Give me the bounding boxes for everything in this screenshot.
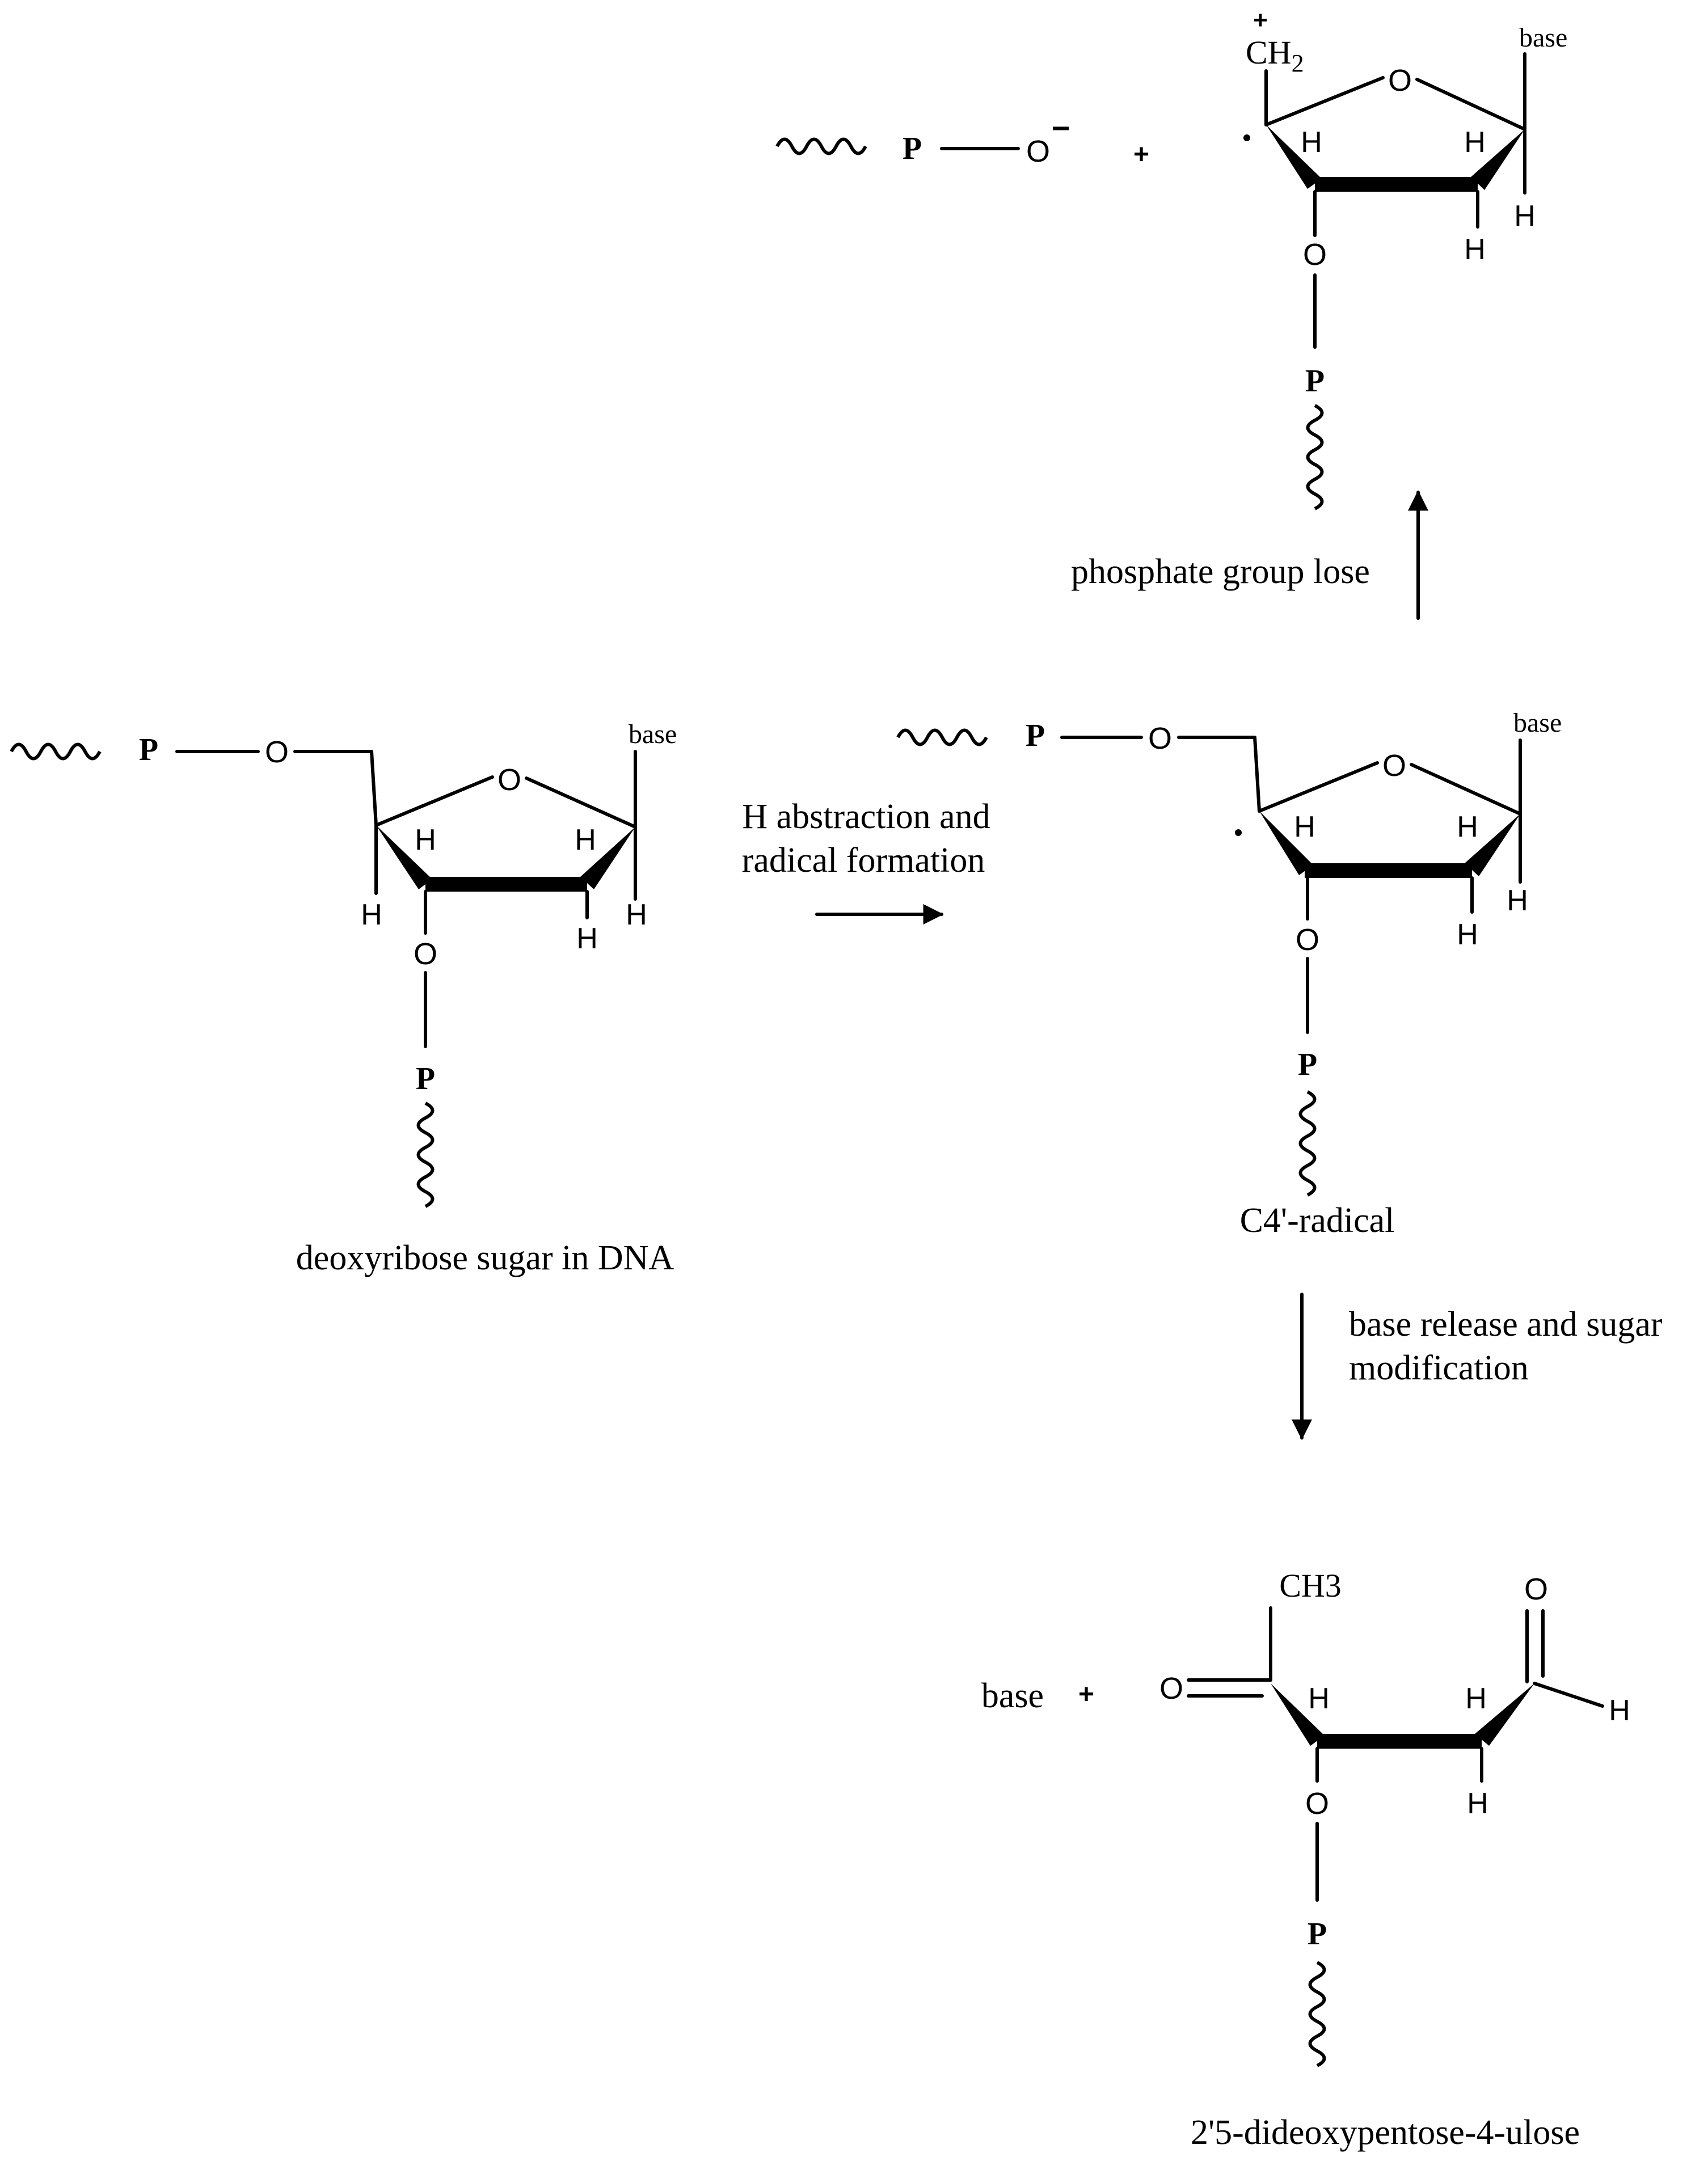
- chain-wavy-bond: [1308, 1961, 1326, 2067]
- h-atom: H: [1457, 918, 1478, 951]
- c4-ring-o-bond: [1264, 76, 1385, 126]
- ketone-oxygen-atom: O: [1159, 1671, 1183, 1706]
- h-atom: H: [1464, 126, 1486, 159]
- arrow-label: base release and sugar: [1349, 1305, 1663, 1344]
- h-atom: H: [1465, 1682, 1487, 1715]
- phosphate-loss-product: P O − + + CH2 O base H H H H O P: [775, 6, 1567, 510]
- oxygen-atom: O: [1305, 1787, 1329, 1821]
- chain-wavy-bond: [1306, 404, 1324, 510]
- reaction-arrow-3: base release and sugar modification: [1292, 1293, 1663, 1440]
- h-atom: H: [1609, 1694, 1630, 1727]
- radical-dot: [1243, 134, 1250, 141]
- plus-sign: +: [1078, 1679, 1094, 1709]
- c3-c2-bold-bond: [1315, 177, 1478, 192]
- radical-dot: [1235, 829, 1242, 836]
- h-atom: H: [1294, 811, 1315, 843]
- h-atom: H: [1308, 1682, 1330, 1715]
- h-atom: H: [1514, 200, 1536, 233]
- phosphorus-atom: P: [1298, 1047, 1317, 1082]
- oxygen-atom: O: [1148, 721, 1172, 755]
- ring-oxygen-atom: O: [497, 763, 521, 797]
- c5-c4-bond: [1253, 736, 1261, 813]
- arrow-label: radical formation: [742, 841, 985, 880]
- phosphorus-atom: P: [416, 1061, 435, 1096]
- phosphorus-atom: P: [139, 732, 158, 767]
- c5-c4-bond: [370, 750, 378, 827]
- oxygen-atom: O: [1296, 923, 1319, 957]
- ring-oxygen-atom: O: [1388, 64, 1412, 98]
- c-c-bold-bond: [1317, 1734, 1482, 1749]
- chain-wavy-bond: [896, 728, 988, 746]
- base-label: base: [1519, 23, 1567, 53]
- c3-c2-bold-bond: [425, 877, 587, 892]
- c2-c1-wedge: [1471, 129, 1525, 190]
- h-atom: H: [1467, 1787, 1488, 1820]
- phosphorus-atom: P: [1026, 718, 1045, 753]
- c3-c2-bold-bond: [1305, 863, 1472, 878]
- base-label: base: [629, 719, 677, 749]
- product-label: 2'5-dideoxypentose-4-ulose: [1191, 2113, 1580, 2152]
- c2-c1-wedge: [1465, 814, 1520, 876]
- oxygen-atom: O: [1303, 238, 1327, 272]
- intermediate-label: C4'-radical: [1240, 1201, 1395, 1240]
- plus-sign: +: [1133, 140, 1149, 170]
- arrow-label: modification: [1349, 1349, 1529, 1387]
- h-atom: H: [361, 898, 382, 931]
- ring-o-c1-bond: [525, 776, 637, 829]
- chain-wavy-bond: [775, 137, 867, 155]
- deoxyribose-structure: P O O base H H H H H O P deoxyribose sug…: [10, 719, 677, 1277]
- h-atom: H: [1301, 126, 1322, 159]
- ring-oxygen-atom: O: [1382, 749, 1406, 783]
- h-atom: H: [1507, 884, 1528, 917]
- negative-charge: −: [1052, 110, 1070, 146]
- c4-ring-o-bond: [374, 775, 494, 827]
- c2-c1-wedge: [580, 827, 635, 889]
- released-base-label: base: [981, 1677, 1044, 1715]
- arrow-label: phosphate group lose: [1071, 552, 1370, 591]
- reaction-arrow-2: phosphate group lose: [1071, 490, 1428, 620]
- chain-wavy-bond: [10, 742, 102, 761]
- base-label: base: [1513, 708, 1562, 738]
- c4-radical-structure: P O O base H H H H O P C4'-radical: [896, 708, 1562, 1240]
- h-atom: H: [626, 898, 647, 931]
- aldehyde-c-h-bond: [1533, 1682, 1604, 1708]
- ring-o-c1-bond: [1415, 78, 1526, 131]
- phosphorus-atom: P: [1308, 1917, 1327, 1952]
- c-c-wedge: [1475, 1683, 1534, 1746]
- c-c-wedge: [1271, 1683, 1325, 1746]
- chain-wavy-bond: [1298, 1090, 1317, 1197]
- methylene-group: CH2: [1246, 34, 1304, 77]
- h-atom: H: [1457, 811, 1478, 843]
- h-atom: H: [1464, 233, 1486, 266]
- oxygen-atom: O: [265, 735, 289, 769]
- h-atom: H: [415, 824, 436, 856]
- c4-c3-wedge: [1266, 125, 1322, 189]
- h-atom: H: [575, 824, 596, 856]
- c4-ring-o-bond: [1258, 761, 1379, 813]
- arrow-label: H abstraction and: [742, 797, 990, 836]
- phosphorus-atom: P: [903, 131, 922, 166]
- ring-o-c1-bond: [1410, 763, 1522, 816]
- cation-charge: +: [1253, 6, 1268, 34]
- phosphorus-atom: P: [1305, 364, 1325, 399]
- oxide-oxygen-atom: O: [1026, 134, 1050, 168]
- reaction-arrow-1: H abstraction and radical formation: [742, 797, 990, 925]
- chain-wavy-bond: [416, 1101, 435, 1208]
- h-atom: H: [576, 922, 598, 955]
- start-label: deoxyribose sugar in DNA: [296, 1239, 674, 1277]
- c4-c3-wedge: [376, 825, 432, 889]
- aldehyde-oxygen-atom: O: [1524, 1572, 1548, 1606]
- oxygen-atom: O: [414, 937, 437, 971]
- methyl-group: CH3: [1279, 1567, 1342, 1604]
- c4-c3-wedge: [1259, 811, 1313, 875]
- ulose-product: base + CH3 O H H H O H O P 2'5-dideoxype…: [981, 1567, 1630, 2152]
